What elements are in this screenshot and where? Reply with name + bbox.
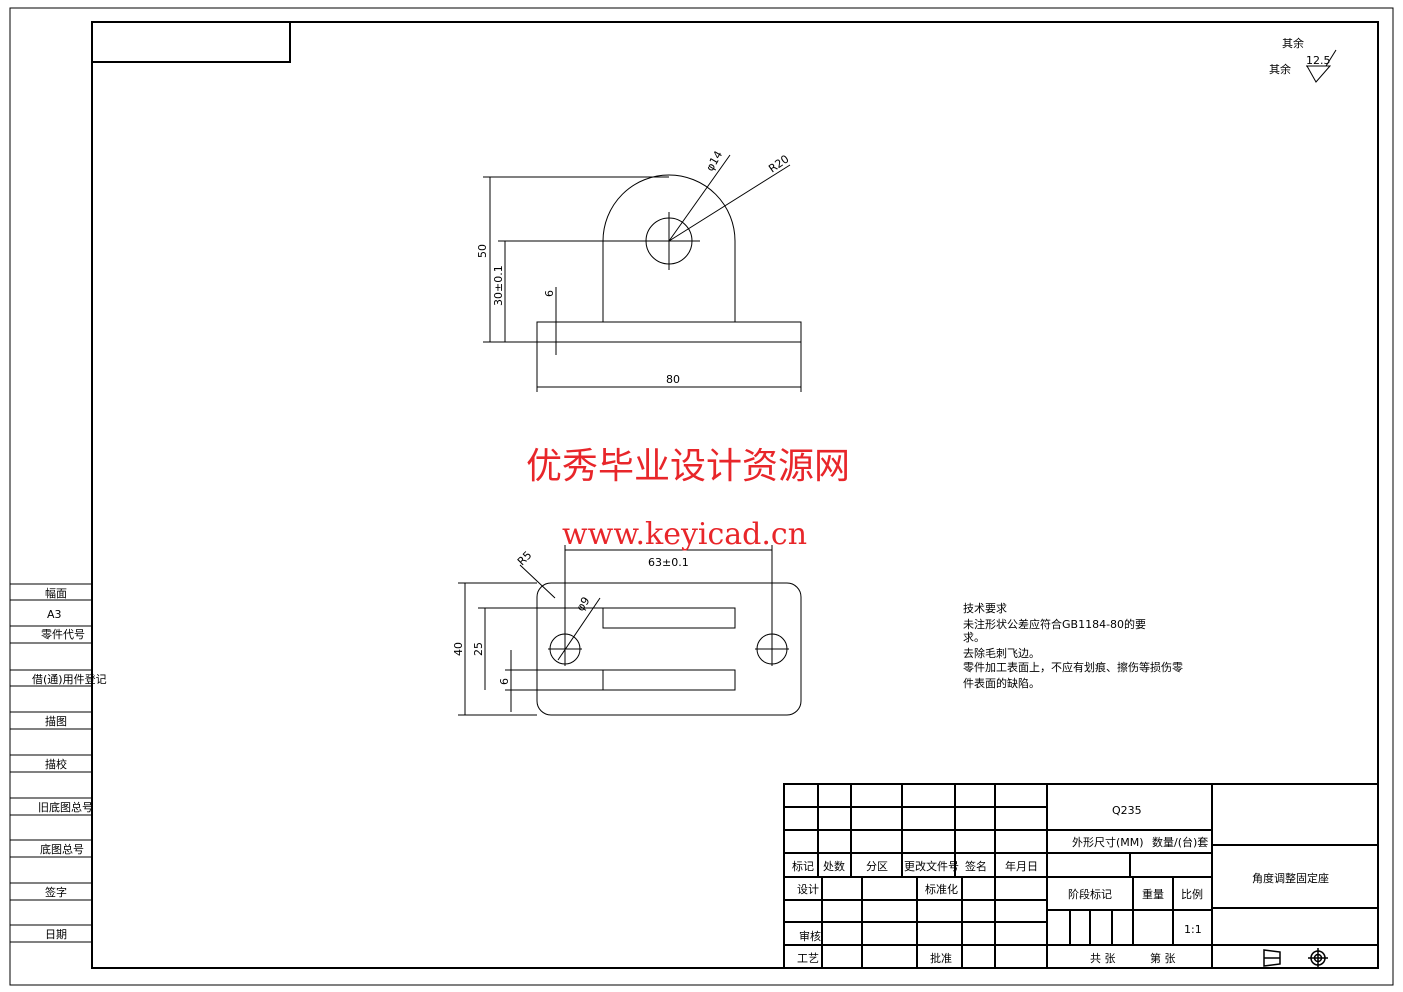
tech-line: 零件加工表面上，不应有划痕、擦伤等损伤零 xyxy=(963,660,1183,674)
part-name: 角度调整固定座 xyxy=(1252,871,1329,885)
left-value: A3 xyxy=(47,608,62,621)
dim-depth: 40 xyxy=(452,642,465,656)
front-view: 50 30±0.1 6 80 φ14 R20 xyxy=(476,149,802,392)
dim-base-thickness: 6 xyxy=(543,290,556,297)
dim-hole-diameter-small: φ9 xyxy=(574,595,593,614)
label-weight: 重量 xyxy=(1142,887,1164,901)
dim-corner-radius: R5 xyxy=(515,549,535,569)
left-label: 底图总号 xyxy=(40,842,84,856)
roughness-value: 12.5 xyxy=(1306,54,1331,67)
header-zone: 分区 xyxy=(866,860,888,873)
header-sign: 签名 xyxy=(965,859,987,873)
dim-width: 80 xyxy=(666,373,680,386)
tech-line: 求。 xyxy=(963,631,985,644)
header-date: 年月日 xyxy=(1005,859,1038,873)
left-label: 描图 xyxy=(45,714,67,728)
sheet-number: 第 张 xyxy=(1150,951,1176,965)
header-change-doc: 更改文件号 xyxy=(904,859,959,873)
left-column-table: 幅面 A3 零件代号 借(通)用件登记 描图 描校 旧底图总号 底图总号 签字 … xyxy=(10,583,107,943)
material: Q235 xyxy=(1112,804,1142,817)
left-label: 幅面 xyxy=(45,587,67,600)
label-approve: 批准 xyxy=(930,951,952,965)
dim-hole-spacing: 63±0.1 xyxy=(648,556,689,569)
qty-label: 数量/(台)套 xyxy=(1152,835,1208,849)
label-standard: 标准化 xyxy=(925,882,958,896)
header-mark: 标记 xyxy=(792,859,814,873)
tech-requirements: 技术要求 未注形状公差应符合GB1184-80的要 求。 去除毛刺飞边。 零件加… xyxy=(963,602,1183,690)
left-label: 零件代号 xyxy=(41,628,85,641)
size-label: 外形尺寸(MM) xyxy=(1072,835,1144,849)
watermark-url: www.keyicad.cn xyxy=(562,517,807,552)
left-label: 旧底图总号 xyxy=(38,800,93,814)
roughness-label-small: 其余 xyxy=(1282,36,1304,50)
label-design: 设计 xyxy=(797,883,819,896)
left-label: 日期 xyxy=(45,928,67,941)
tech-line: 件表面的缺陷。 xyxy=(963,676,1040,690)
left-label: 签字 xyxy=(45,885,67,899)
outer-border xyxy=(9,7,1394,986)
dim-height: 50 xyxy=(476,244,489,258)
label-process: 工艺 xyxy=(797,952,819,965)
dim-center-height: 30±0.1 xyxy=(492,265,505,306)
projection-symbol-icon xyxy=(1263,948,1328,968)
tech-line: 去除毛刺飞边。 xyxy=(963,646,1040,660)
title-block: Q235 外形尺寸(MM) 数量/(台)套 标记 处数 分区 更改文件号 签名 … xyxy=(783,783,1379,969)
watermark-title: 优秀毕业设计资源网 xyxy=(526,446,850,487)
label-stage-mark: 阶段标记 xyxy=(1068,887,1112,901)
roughness-symbol: 其余 其余 12.5 xyxy=(1269,36,1337,83)
scale-value: 1:1 xyxy=(1184,923,1202,936)
top-view: 40 25 6 63±0.1 R5 φ9 xyxy=(452,545,802,716)
tech-line: 未注形状公差应符合GB1184-80的要 xyxy=(963,617,1146,631)
left-label: 描校 xyxy=(45,757,67,771)
dim-slot-spacing: 25 xyxy=(472,642,485,656)
header-count: 处数 xyxy=(823,860,845,873)
drawing-frame xyxy=(91,21,1379,969)
dim-hole-diameter: φ14 xyxy=(703,149,725,174)
left-label: 借(通)用件登记 xyxy=(32,672,107,686)
label-scale: 比例 xyxy=(1181,887,1203,901)
roughness-label: 其余 xyxy=(1269,62,1291,76)
sheets-total: 共 张 xyxy=(1090,952,1116,965)
code-box xyxy=(91,21,291,63)
tech-requirements-title: 技术要求 xyxy=(963,602,1007,615)
dim-slot-width: 6 xyxy=(498,678,511,685)
label-review: 审核 xyxy=(799,929,821,943)
